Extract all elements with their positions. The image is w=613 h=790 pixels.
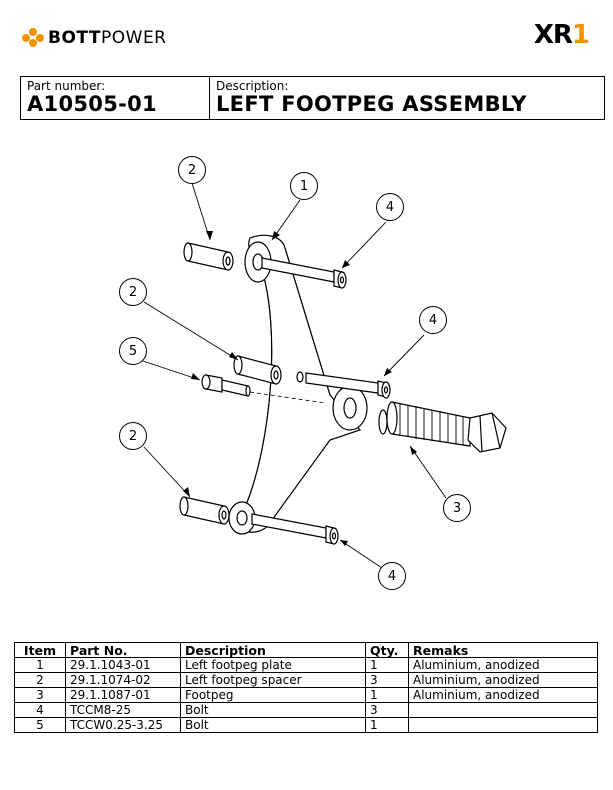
col-part-no: Part No.: [65, 642, 181, 658]
leader-arrows: [183, 231, 417, 546]
cell-part-no: TCCW0.25-3.25: [65, 717, 181, 733]
table-row: 3 29.1.1087-01 Footpeg 1 Aluminium, anod…: [14, 687, 598, 703]
cell-remarks: Aluminium, anodized: [408, 687, 598, 703]
cell-description: Left footpeg spacer: [180, 672, 366, 688]
footpeg: [378, 401, 507, 453]
cell-description: Bolt: [180, 717, 366, 733]
description-cell: Description: LEFT FOOTPEG ASSEMBLY: [210, 77, 604, 119]
cell-part-no: 29.1.1087-01: [65, 687, 181, 703]
bolt-5: [201, 374, 326, 404]
logo-dots-icon: [22, 28, 44, 48]
cell-qty: 1: [365, 687, 409, 703]
cell-item: 3: [14, 687, 66, 703]
col-remarks: Remaks: [408, 642, 598, 658]
cell-qty: 1: [365, 657, 409, 673]
cell-remarks: Aluminium, anodized: [408, 672, 598, 688]
table-row: 4 TCCM8-25 Bolt 3: [14, 702, 598, 718]
description: LEFT FOOTPEG ASSEMBLY: [216, 92, 527, 116]
cell-remarks: [408, 717, 598, 733]
cell-remarks: Aluminium, anodized: [408, 657, 598, 673]
callout-balloon: 1: [290, 172, 318, 200]
cell-description: Left footpeg plate: [180, 657, 366, 673]
cell-description: Bolt: [180, 702, 366, 718]
spacer-bottom: [179, 496, 230, 525]
bill-of-materials-table: Item Part No. Description Qty. Remaks 1 …: [14, 642, 598, 733]
table-row: 1 29.1.1043-01 Left footpeg plate 1 Alum…: [14, 657, 598, 673]
cell-remarks: [408, 702, 598, 718]
cell-part-no: 29.1.1074-02: [65, 672, 181, 688]
cell-qty: 3: [365, 672, 409, 688]
cell-part-no: 29.1.1043-01: [65, 657, 181, 673]
callout-balloon: 4: [376, 193, 404, 221]
spacer-top: [183, 242, 234, 271]
callout-balloon: 2: [119, 422, 147, 450]
cell-qty: 3: [365, 702, 409, 718]
bolt-4-bottom: [251, 513, 339, 545]
cell-part-no: TCCM8-25: [65, 702, 181, 718]
col-qty: Qty.: [365, 642, 409, 658]
cell-item: 4: [14, 702, 66, 718]
cell-item: 2: [14, 672, 66, 688]
col-description: Description: [180, 642, 366, 658]
bolt-4-top: [261, 257, 347, 289]
callout-balloon: 4: [378, 562, 406, 590]
description-label: Description:: [216, 79, 289, 93]
cell-qty: 1: [365, 717, 409, 733]
part-number: A10505-01: [27, 92, 157, 116]
callout-balloon: 2: [119, 278, 147, 306]
cell-description: Footpeg: [180, 687, 366, 703]
bottpower-logo: BOTTPOWER: [22, 26, 167, 50]
callout-balloon: 4: [419, 306, 447, 334]
part-number-label: Part number:: [27, 79, 106, 93]
bom-header-row: Item Part No. Description Qty. Remaks: [14, 642, 598, 658]
title-block: Part number: A10505-01 Description: LEFT…: [20, 76, 605, 120]
table-row: 2 29.1.1074-02 Left footpeg spacer 3 Alu…: [14, 672, 598, 688]
bolt-4-middle: [305, 372, 391, 399]
brand-name: BOTTPOWER: [48, 28, 167, 48]
exploded-assembly-drawing: [139, 182, 507, 569]
table-row: 5 TCCW0.25-3.25 Bolt 1: [14, 717, 598, 733]
spacer-middle: [233, 355, 282, 385]
callout-balloon: 3: [443, 494, 471, 522]
cell-item: 5: [14, 717, 66, 733]
xr1-logo: XR1: [533, 20, 590, 50]
callout-balloon: 5: [119, 337, 147, 365]
cell-item: 1: [14, 657, 66, 673]
part-number-cell: Part number: A10505-01: [21, 77, 210, 119]
col-item: Item: [14, 642, 66, 658]
callout-balloon: 2: [178, 156, 206, 184]
